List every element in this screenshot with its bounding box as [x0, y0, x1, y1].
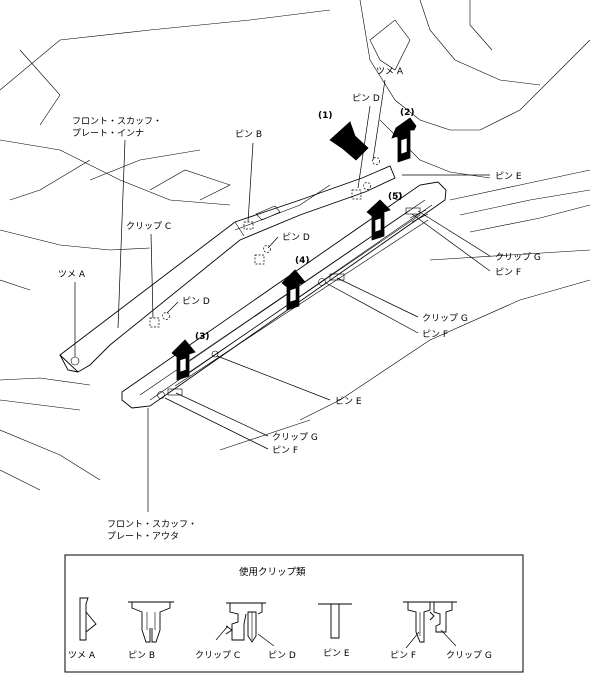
arrow-step-4 — [281, 269, 306, 311]
label-tsume-a-top: ツメ A — [376, 67, 404, 77]
pin-b-icon — [128, 601, 174, 643]
pin-d-icon — [247, 603, 263, 643]
legend-item-clip-g: クリップ G — [446, 650, 492, 661]
clip-c-icon — [225, 602, 266, 641]
label-outer-line-2: プレート・アウタ — [107, 531, 179, 542]
label-clip-g-r1: クリップ G — [495, 252, 541, 263]
arrow-step-2 — [391, 117, 417, 163]
label-clip-g-bottom: クリップ G — [272, 432, 318, 443]
label-pin-d-top: ピン D — [352, 93, 380, 104]
vehicle-body-outline — [0, 0, 591, 491]
pin-f-icon — [403, 601, 457, 643]
label-outer-line-1: フロント・スカッフ・ — [107, 519, 197, 530]
pin-e-icon — [318, 603, 352, 639]
removal-arrows — [171, 117, 417, 381]
leader-lines — [74, 79, 491, 512]
label-pin-d-left: ピン D — [182, 296, 210, 307]
legend-item-pin-d: ピン D — [268, 650, 296, 661]
label-pin-e-mid: ピン E — [335, 396, 362, 407]
clip-legend-box: 使用クリップ類 — [64, 554, 524, 673]
legend-item-pin-f: ピン F — [390, 650, 416, 661]
tsume-a-icon — [79, 597, 97, 641]
clip-g-icon — [429, 602, 453, 633]
legend-item-pin-e: ピン E — [323, 648, 350, 659]
legend-item-pin-b: ピン B — [128, 650, 155, 661]
label-clip-g-r2: クリップ G — [422, 313, 468, 324]
label-clip-c: クリップ C — [126, 221, 171, 232]
label-tsume-a-left: ツメ A — [58, 270, 86, 280]
label-pin-f-r2: ピン F — [422, 329, 448, 340]
arrow-step-3 — [171, 339, 196, 381]
label-pin-d-mid: ピン D — [282, 232, 310, 243]
step-label-2: (2) — [400, 108, 415, 118]
arrow-step-5 — [366, 199, 391, 241]
label-pin-f-bottom: ピン F — [272, 445, 298, 456]
step-label-5: (5) — [388, 192, 403, 202]
label-inner-line-1: フロント・スカッフ・ — [72, 116, 162, 127]
label-pin-b: ピン B — [235, 129, 262, 140]
legend-title: 使用クリップ類 — [239, 566, 306, 578]
legend-item-tsume-a: ツメ A — [68, 651, 96, 661]
label-inner-line-2: プレート・インナ — [72, 128, 144, 139]
front-scuff-plate-inner — [59, 157, 396, 373]
front-scuff-plate-outer — [121, 181, 447, 409]
label-pin-e-right: ピン E — [495, 171, 522, 182]
step-label-3: (3) — [195, 332, 210, 342]
label-pin-f-r1: ピン F — [495, 267, 521, 278]
step-label-4: (4) — [295, 256, 310, 266]
legend-item-clip-c: クリップ C — [195, 650, 240, 661]
step-label-1: (1) — [318, 111, 333, 121]
arrow-step-1 — [329, 121, 369, 161]
